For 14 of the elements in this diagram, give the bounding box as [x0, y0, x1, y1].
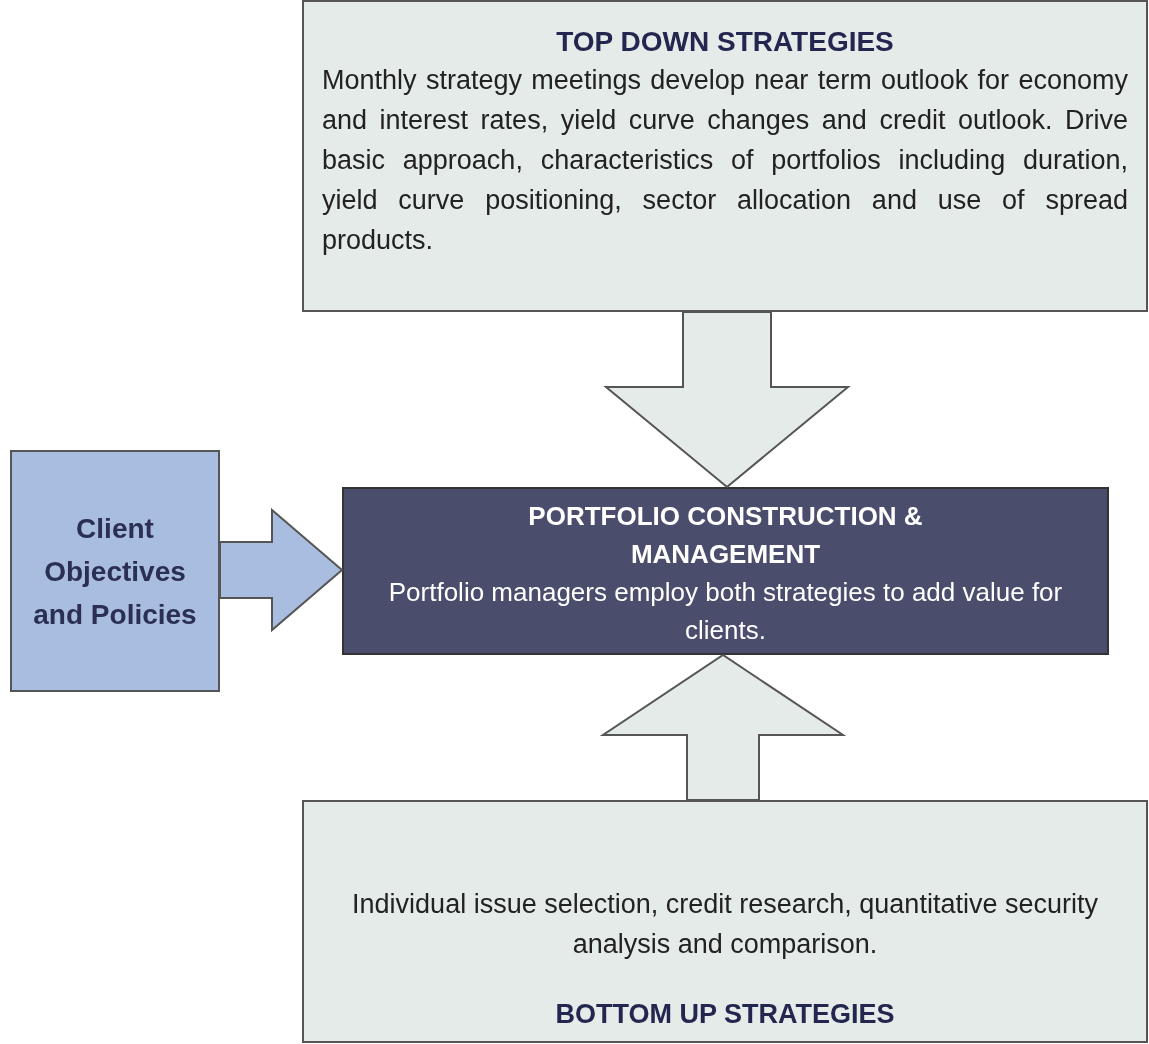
- block-arrow: [603, 311, 851, 489]
- block-arrow: [599, 653, 847, 801]
- box-heading: BOTTOM UP STRATEGIES: [555, 998, 895, 1031]
- block-arrow: [219, 507, 344, 633]
- strategy-box: [302, 0, 1148, 312]
- box-heading: TOP DOWN STRATEGIES: [555, 25, 895, 59]
- box-label: Client Objectives and Policies: [32, 511, 198, 632]
- box-description: Portfolio managers employ both strategies to add value for clients.: [387, 576, 1064, 647]
- strategy-box: [302, 800, 1148, 1043]
- process-box: [342, 487, 1109, 655]
- box-description: Individual issue selection, credit research, quantitative security analysis and comparison.: [351, 888, 1099, 961]
- box-description: Monthly strategy meetings develop near term outlook for economy and interest rates, yield curve changes and credit outlook. Drive basic approach, characteristics of portfolios including duration, yield curve positioning, sector allocation and use of spread products.: [322, 64, 1128, 257]
- box-heading: PORTFOLIO CONSTRUCTION & MANAGEMENT: [527, 500, 924, 571]
- input-box: [10, 450, 220, 692]
